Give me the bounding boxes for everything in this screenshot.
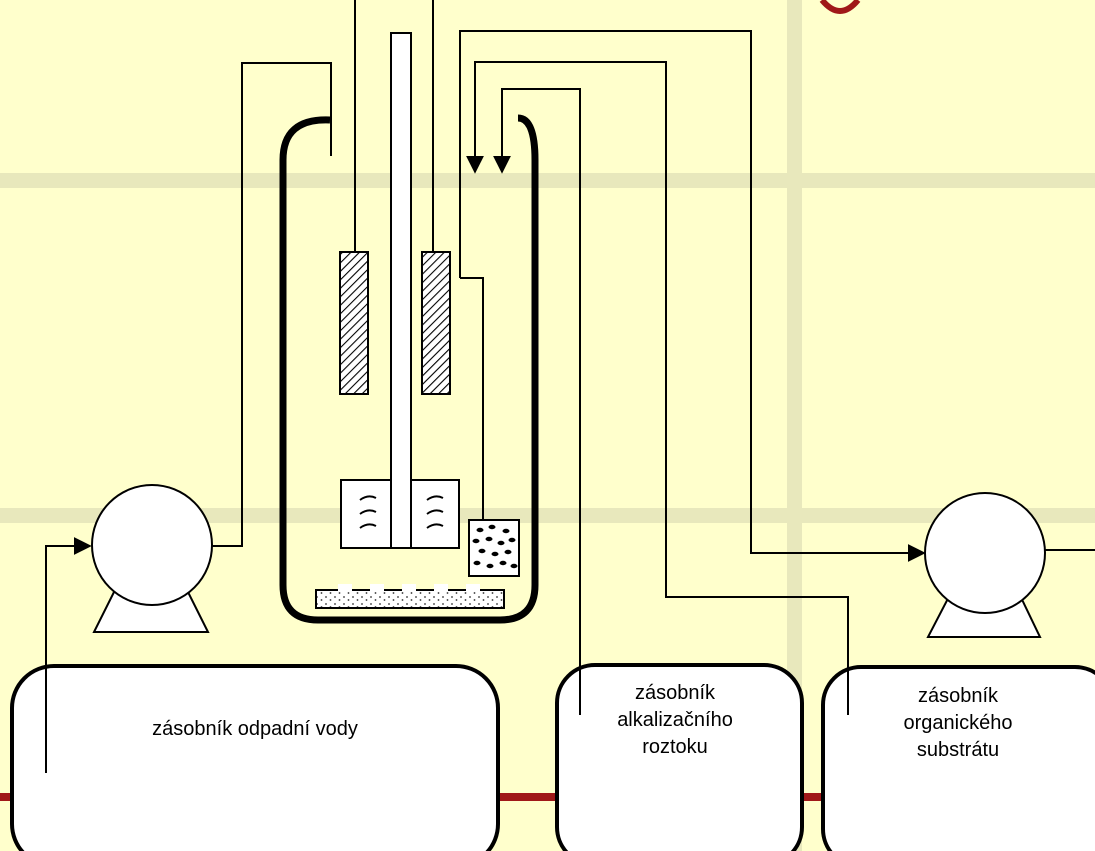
pipe-pump-to-reactor — [212, 62, 332, 547]
stirrer — [340, 32, 460, 549]
granule-cartridge — [468, 519, 520, 577]
pipe-organic-to-reactor — [466, 61, 849, 715]
label-organic-line-2: organického — [903, 712, 1013, 734]
label-alkaline-line-2: alkalizačního — [617, 709, 733, 731]
label-alkaline-line-1: zásobník — [634, 682, 716, 704]
red-rule — [0, 793, 1095, 801]
label-organic-line-1: zásobník — [917, 685, 999, 707]
reactor-vessel — [279, 114, 539, 624]
label-waste-water-tank: zásobník odpadní vody — [152, 718, 358, 740]
label-alkaline-tank: zásobník alkalizačního roztoku — [585, 680, 765, 761]
tank-alkaline — [555, 663, 804, 851]
label-organic-tank: zásobník organického substrátu — [858, 683, 1058, 764]
tank-waste-water — [10, 664, 500, 851]
pump-left — [91, 484, 213, 633]
aerator-plate — [315, 584, 505, 609]
label-organic-line-3: substrátu — [916, 739, 1000, 761]
pipe-alkaline-to-reactor — [493, 88, 581, 715]
label-alkaline-line-3: roztoku — [642, 736, 708, 758]
title-fragment — [819, 0, 861, 14]
tank-organic — [821, 665, 1095, 851]
electrode-left — [339, 251, 369, 395]
pump-right — [924, 492, 1046, 638]
pipe-sensor-inlet — [460, 277, 484, 520]
pipe-sensor-to-right-pump — [459, 30, 926, 562]
electrode-right — [421, 251, 451, 395]
